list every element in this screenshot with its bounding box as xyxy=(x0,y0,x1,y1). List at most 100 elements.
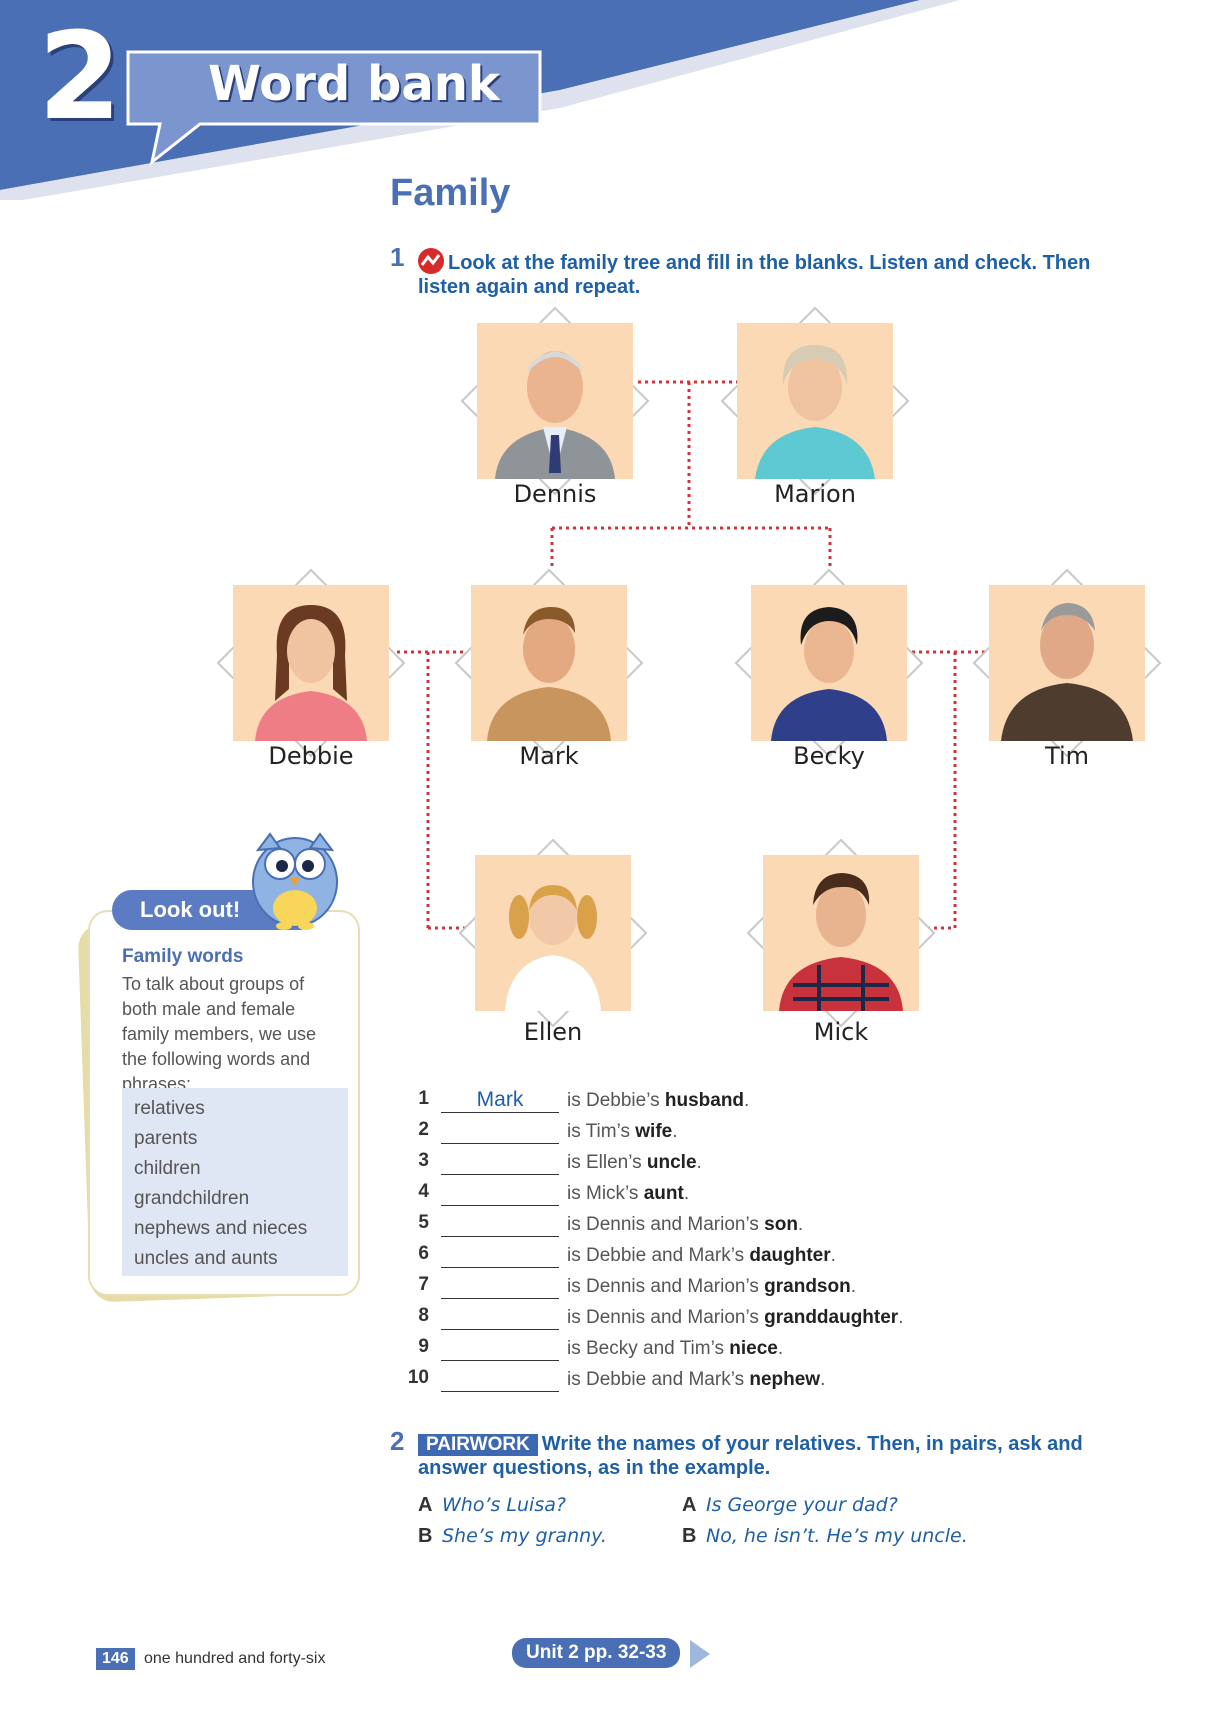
exercise-1-instruction: Look at the family tree and fill in the … xyxy=(418,248,1098,299)
member-tim xyxy=(972,568,1162,758)
unit-number: 2 xyxy=(38,8,121,147)
sentence-text: is Debbie and Mark’s daughter. xyxy=(567,1245,836,1266)
sentence-row: 2 is Tim’s wife. xyxy=(405,1119,1025,1150)
answer-blank[interactable] xyxy=(441,1305,559,1330)
name-mick: Mick xyxy=(813,1018,869,1046)
debbie-photo xyxy=(233,585,389,741)
sentence-number: 7 xyxy=(418,1274,429,1295)
answer-blank[interactable] xyxy=(441,1212,559,1237)
dialog-line: A Who’s Luisa? xyxy=(418,1490,607,1521)
sentence-row: 9 is Becky and Tim’s niece. xyxy=(405,1336,1025,1367)
member-becky xyxy=(734,568,924,758)
name-tim: Tim xyxy=(1045,742,1089,770)
look-out-panel: Look out! Family words To talk about gro… xyxy=(88,890,360,1296)
member-debbie xyxy=(216,568,406,758)
name-ellen: Ellen xyxy=(523,1018,583,1046)
look-out-heading: Family words xyxy=(122,946,244,967)
sentence-text: is Becky and Tim’s niece. xyxy=(567,1338,784,1359)
member-mick xyxy=(746,838,936,1028)
sentence-text: is Dennis and Marion’s son. xyxy=(567,1214,804,1235)
becky-photo xyxy=(751,585,907,741)
answer-blank[interactable] xyxy=(441,1274,559,1299)
mark-photo xyxy=(471,585,627,741)
answer-blank[interactable] xyxy=(441,1150,559,1175)
dialog-line: B She’s my granny. xyxy=(418,1521,607,1552)
name-debbie: Debbie xyxy=(268,742,354,770)
answer-blank[interactable] xyxy=(441,1119,559,1144)
word-item: uncles and aunts xyxy=(134,1248,278,1269)
sentence-text: is Mick’s aunt. xyxy=(567,1183,690,1204)
name-dennis: Dennis xyxy=(513,480,597,508)
answer-blank[interactable] xyxy=(441,1181,559,1206)
word-item: relatives xyxy=(134,1098,205,1119)
ellen-photo xyxy=(475,855,631,1011)
sentence-row: 3 is Ellen’s uncle. xyxy=(405,1150,1025,1181)
speaker-label: B xyxy=(418,1525,433,1547)
section-title: Family xyxy=(390,172,511,214)
exercise-1-number: 1 xyxy=(390,242,405,272)
sentence-number: 8 xyxy=(418,1305,429,1326)
sentence-row: 6 is Debbie and Mark’s daughter. xyxy=(405,1243,1025,1274)
sentence-number: 9 xyxy=(418,1336,429,1357)
dialog-text: She’s my granny. xyxy=(442,1525,607,1547)
sentence-text: is Dennis and Marion’s granddaughter. xyxy=(567,1307,904,1328)
page-number-words: one hundred and forty-six xyxy=(144,1650,326,1667)
sentence-list: 1 Mark is Debbie’s husband. 2 is Tim’s w… xyxy=(405,1088,1025,1398)
dialog-text: No, he isn’t. He’s my uncle. xyxy=(706,1525,968,1547)
family-word-list: relatives parents children grandchildren… xyxy=(122,1088,348,1276)
example-dialog-right: A Is George your dad? B No, he isn’t. He’s… xyxy=(682,1490,968,1552)
sentence-row: 4 is Mick’s aunt. xyxy=(405,1181,1025,1212)
sentence-text: is Ellen’s uncle. xyxy=(567,1152,702,1173)
audio-icon[interactable] xyxy=(418,248,444,274)
look-out-box: Look out! Family words To talk about gro… xyxy=(77,890,361,1303)
sentence-number: 3 xyxy=(418,1150,429,1171)
answer-blank[interactable] xyxy=(441,1336,559,1361)
sentence-number: 4 xyxy=(418,1181,429,1202)
sentence-text: is Debbie and Mark’s nephew. xyxy=(567,1369,826,1390)
member-marion xyxy=(720,306,910,496)
sentence-row: 1 Mark is Debbie’s husband. xyxy=(405,1088,1025,1119)
name-marion: Marion xyxy=(774,480,856,508)
name-mark: Mark xyxy=(519,742,579,770)
word-item: grandchildren xyxy=(134,1188,250,1209)
sentence-number: 1 xyxy=(418,1088,429,1109)
sentence-row: 5 is Dennis and Marion’s son. xyxy=(405,1212,1025,1243)
dialog-text: Who’s Luisa? xyxy=(442,1494,566,1516)
look-out-tab: Look out! xyxy=(112,890,302,930)
arrow-right-icon xyxy=(690,1640,710,1668)
sentence-text: is Debbie’s husband. xyxy=(567,1090,750,1111)
dialog-line: B No, he isn’t. He’s my uncle. xyxy=(682,1521,968,1552)
dennis-photo xyxy=(477,323,633,479)
word-item: parents xyxy=(134,1128,198,1149)
mick-photo xyxy=(763,855,919,1011)
exercise-2-number: 2 xyxy=(390,1426,405,1456)
exercise-1-text: Look at the family tree and fill in the … xyxy=(418,252,1091,298)
header-banner xyxy=(0,0,960,200)
word-item: nephews and nieces xyxy=(134,1218,308,1239)
answer-blank[interactable] xyxy=(441,1367,559,1392)
sentence-text: is Dennis and Marion’s grandson. xyxy=(567,1276,856,1297)
speaker-label: A xyxy=(682,1494,697,1516)
dialog-line: A Is George your dad? xyxy=(682,1490,968,1521)
answer-blank[interactable] xyxy=(441,1243,559,1268)
speaker-label: B xyxy=(682,1525,697,1547)
sentence-row: 8 is Dennis and Marion’s granddaughter. xyxy=(405,1305,1025,1336)
member-dennis xyxy=(460,306,650,496)
example-dialog-left: A Who’s Luisa? B She’s my granny. xyxy=(418,1490,607,1552)
unit-reference-link[interactable]: Unit 2 pp. 32-33 xyxy=(512,1638,681,1668)
sentence-text: is Tim’s wife. xyxy=(567,1121,678,1142)
pairwork-tag: PAIRWORK xyxy=(418,1434,538,1456)
sentence-number: 6 xyxy=(418,1243,429,1264)
speaker-label: A xyxy=(418,1494,433,1516)
owl-mascot-icon xyxy=(252,832,338,930)
word-item: children xyxy=(134,1158,201,1179)
sentence-number: 5 xyxy=(418,1212,429,1233)
tim-photo xyxy=(989,585,1145,741)
member-ellen xyxy=(458,838,648,1028)
sentence-row: 10 is Debbie and Mark’s nephew. xyxy=(405,1367,1025,1398)
page-title: Word bank xyxy=(208,56,500,112)
dialog-text: Is George your dad? xyxy=(706,1494,898,1516)
member-mark xyxy=(454,568,644,758)
answer-blank[interactable]: Mark xyxy=(441,1088,559,1113)
